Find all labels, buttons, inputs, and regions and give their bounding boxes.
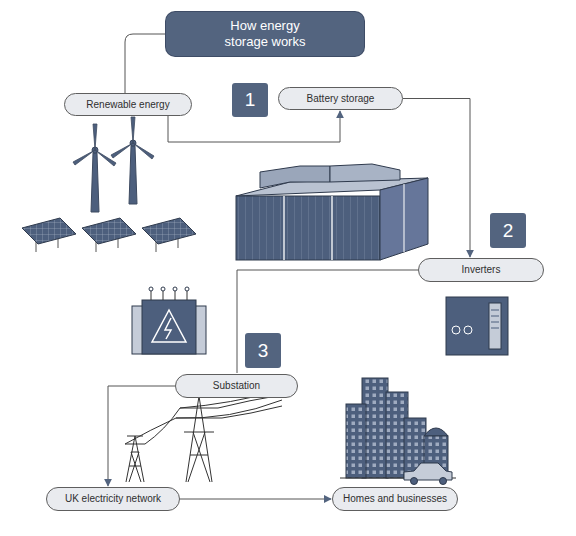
flow-connector [108,386,175,486]
solar-panels [22,218,196,252]
pill-text: Inverters [462,264,501,276]
label-pill: Battery storage [278,87,403,110]
callout-number: 2 [490,213,526,248]
label-pill: UK electricity network [46,487,180,511]
inverter-icon [446,297,508,355]
callout-number: 1 [232,83,268,117]
pill-text: Renewable energy [86,99,169,111]
title-leader [125,34,166,93]
title-box: How energy storage works [166,12,364,56]
callout-text: 1 [245,90,256,110]
title-text: How energy storage works [213,18,317,50]
pill-text: Substation [213,380,260,392]
battery-containers [236,164,428,260]
pill-text: UK electricity network [65,493,161,505]
flow-connector [237,270,418,373]
label-pill: Homes and businesses [332,487,458,511]
label-pill: Inverters [418,258,544,282]
callout-text: 3 [258,341,269,361]
label-pill: Substation [175,374,298,398]
car-icon [404,463,452,485]
pill-text: Homes and businesses [343,493,447,505]
callout-number: 3 [245,333,281,368]
pylons [125,390,282,482]
pill-text: Battery storage [307,93,375,105]
flow-connector [403,99,470,258]
transformer-icon [132,287,206,354]
wind-turbines [73,117,154,212]
callout-text: 2 [503,221,514,241]
label-pill: Renewable energy [64,93,192,116]
flow-connector [180,499,331,500]
